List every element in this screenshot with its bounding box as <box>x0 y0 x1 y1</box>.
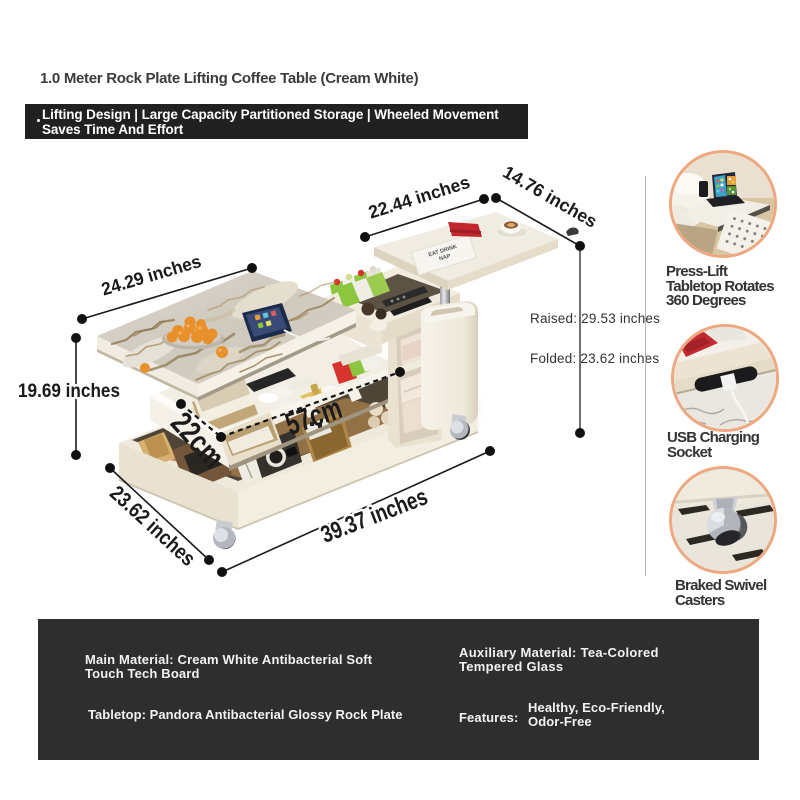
svg-text:39.37 inches: 39.37 inches <box>317 483 431 548</box>
svg-text:NAP: NAP <box>438 253 451 262</box>
svg-text:22.44 inches: 22.44 inches <box>366 172 472 223</box>
svg-text:24.29 inches: 24.29 inches <box>99 251 203 299</box>
svg-text:19.69 inches: 19.69 inches <box>18 381 120 402</box>
